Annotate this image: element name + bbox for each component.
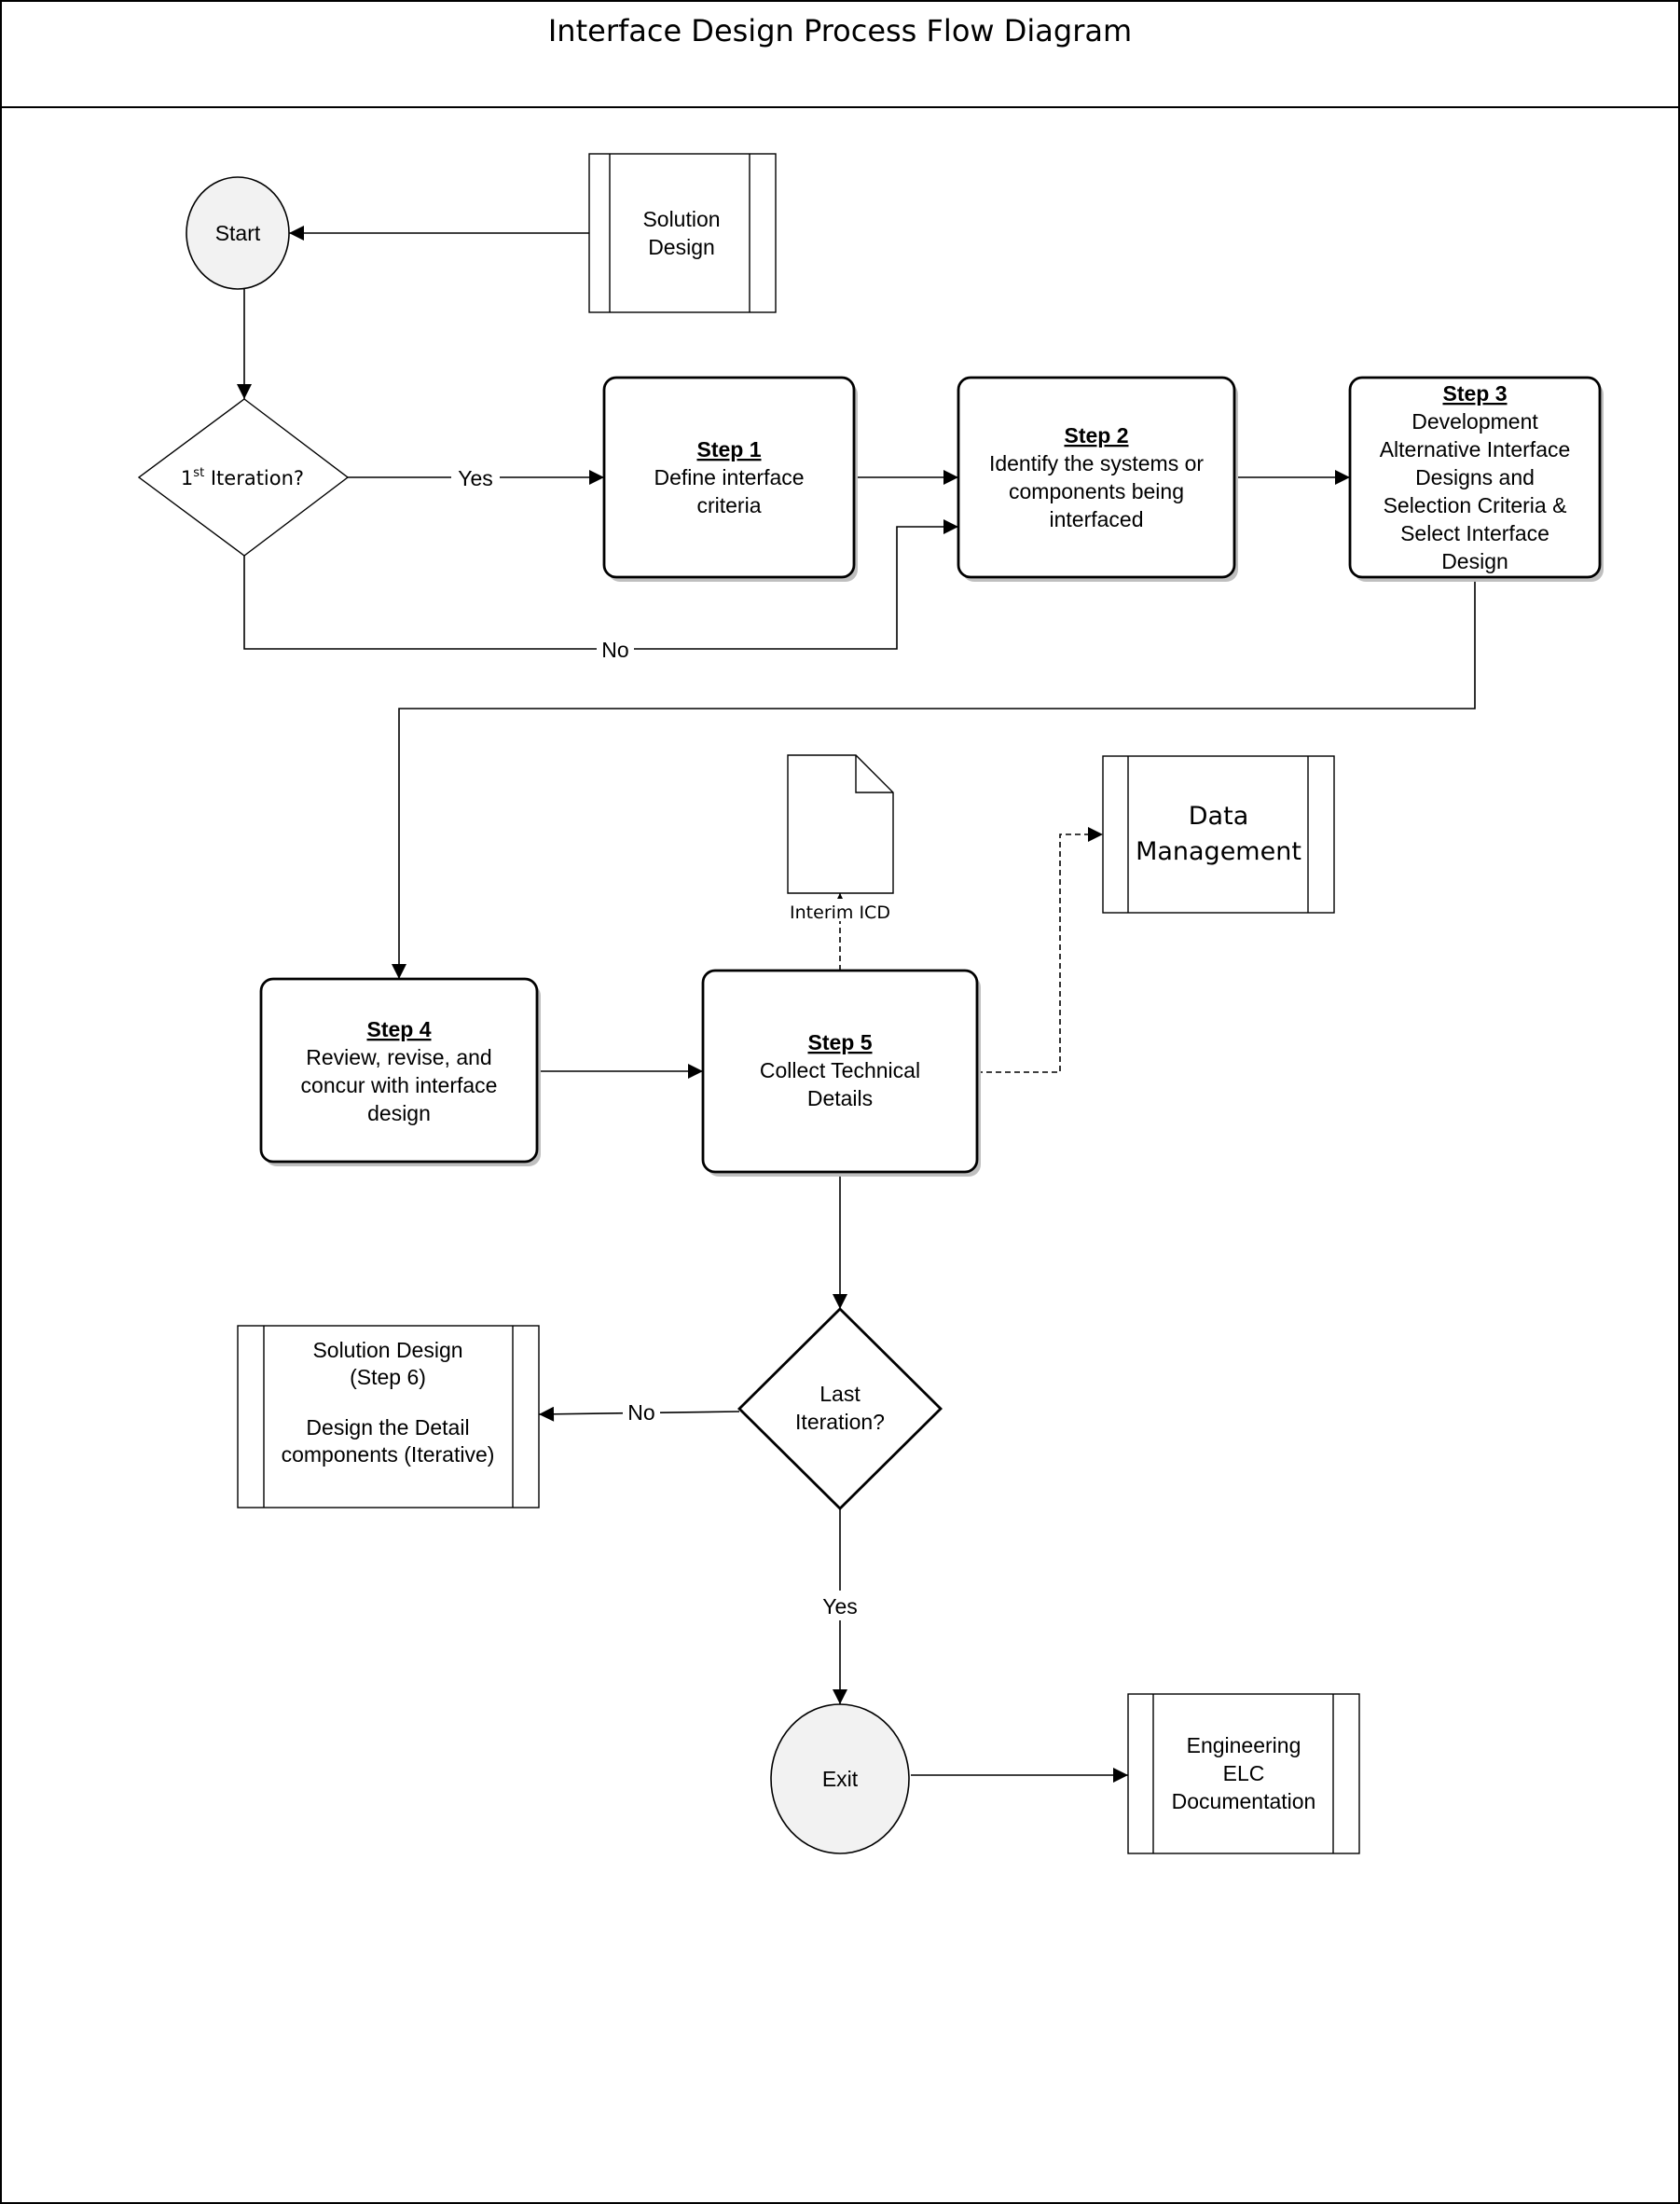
solution-design-step6-line1: Solution Design — [312, 1338, 462, 1362]
step4-node: Step 4 Review, revise, and concur with i… — [259, 977, 541, 1166]
step3-line2: Alternative Interface — [1380, 437, 1571, 461]
start-node: Start — [186, 176, 290, 290]
step5-node: Step 5 Collect Technical Details — [701, 969, 981, 1177]
step4-line2: concur with interface — [301, 1073, 498, 1097]
edge-labels: Yes No No Yes — [451, 463, 863, 1620]
step2-line3: interfaced — [1049, 507, 1143, 531]
solution-design-top-line2: Design — [648, 235, 715, 259]
solution-design-step6-line2: (Step 6) — [350, 1365, 426, 1389]
first-iteration-label: 1st Iteration? — [181, 466, 304, 489]
step4-heading: Step 4 — [366, 1017, 431, 1041]
step1-line2: criteria — [696, 493, 761, 517]
step3-line1: Development — [1411, 409, 1538, 434]
engineering-elc-line1: Engineering — [1187, 1733, 1301, 1757]
title-bar: Interface Design Process Flow Diagram — [2, 2, 1678, 108]
edge-step3-to-step4 — [392, 578, 1476, 979]
edge-label-no-bottom: No — [627, 1400, 654, 1425]
step2-line1: Identify the systems or — [989, 451, 1204, 475]
data-management-node: Data Management — [1102, 755, 1335, 914]
step3-line3: Designs and — [1415, 465, 1535, 489]
solution-design-step6-node: Solution Design (Step 6) Design the Deta… — [237, 1325, 540, 1508]
step3-line6: Design — [1441, 549, 1508, 573]
first-iteration-suffix: Iteration? — [204, 467, 304, 489]
edge-label-yes-bottom: Yes — [822, 1594, 858, 1619]
exit-node: Exit — [770, 1703, 910, 1854]
step1-heading: Step 1 — [696, 437, 761, 461]
interim-icd-label: Interim ICD — [790, 902, 890, 923]
first-iteration-sup: st — [193, 466, 204, 480]
step4-line1: Review, revise, and — [306, 1045, 491, 1069]
step5-line2: Details — [807, 1086, 873, 1110]
step3-line4: Selection Criteria & — [1384, 493, 1567, 517]
edge-label-no-top: No — [601, 638, 628, 662]
step1-node: Step 1 Define interface criteria — [602, 376, 858, 582]
start-label: Start — [215, 221, 261, 245]
edge-step5-to-data-management — [977, 827, 1103, 1073]
solution-design-top-node: Solution Design — [588, 153, 777, 313]
step2-heading: Step 2 — [1064, 423, 1128, 448]
step2-line2: components being — [1009, 479, 1184, 503]
solution-design-step6-line5: components (Iterative) — [282, 1442, 495, 1467]
step5-heading: Step 5 — [807, 1030, 872, 1054]
exit-label: Exit — [822, 1767, 859, 1791]
edge-iteration-no-to-step2 — [243, 519, 958, 650]
step3-line5: Select Interface — [1400, 521, 1549, 545]
page-title: Interface Design Process Flow Diagram — [547, 13, 1133, 48]
edge-label-yes-top: Yes — [458, 466, 493, 490]
last-iteration-line2: Iteration? — [795, 1410, 885, 1434]
first-iteration-prefix: 1 — [181, 467, 193, 489]
engineering-elc-line2: ELC — [1223, 1761, 1265, 1785]
engineering-elc-line3: Documentation — [1172, 1789, 1316, 1813]
data-management-line1: Data — [1189, 802, 1248, 831]
first-iteration-decision: 1st Iteration? — [137, 398, 350, 557]
solution-design-step6-line4: Design the Detail — [306, 1415, 469, 1439]
step2-node: Step 2 Identify the systems or component… — [957, 376, 1238, 582]
step3-heading: Step 3 — [1442, 381, 1507, 406]
engineering-elc-node: Engineering ELC Documentation — [1127, 1693, 1360, 1854]
interim-icd-document: Interim ICD — [784, 754, 896, 923]
step5-line1: Collect Technical — [760, 1058, 920, 1082]
last-iteration-line1: Last — [819, 1382, 861, 1406]
step4-line3: design — [367, 1101, 431, 1125]
step3-node: Step 3 Development Alternative Interface… — [1348, 376, 1604, 582]
step1-line1: Define interface — [654, 465, 804, 489]
data-management-line2: Management — [1136, 837, 1301, 866]
last-iteration-decision: Last Iteration? — [737, 1307, 943, 1510]
solution-design-top-line1: Solution — [642, 207, 720, 231]
